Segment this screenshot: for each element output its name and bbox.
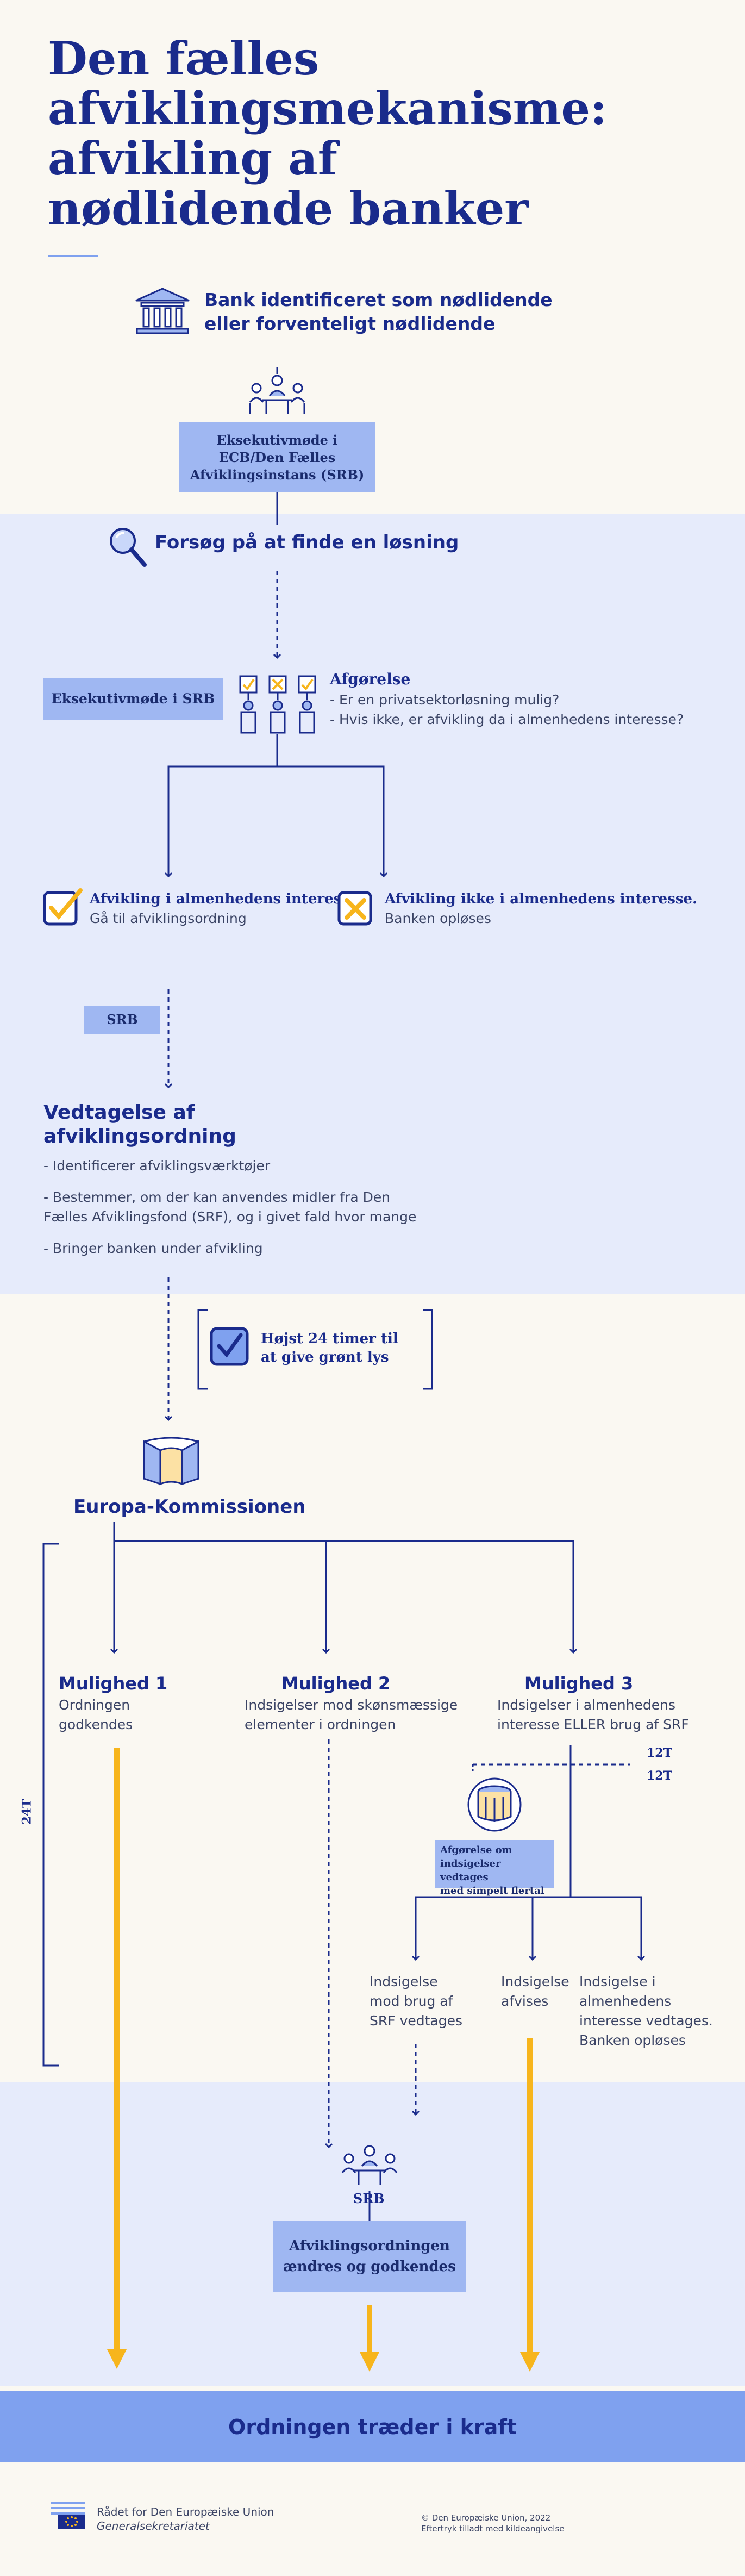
adoption-item-3: - Bringer banken under afvikling — [43, 1240, 263, 1256]
sub-outcome-1: Indsigelse mod brug af SRF vedtages — [370, 1972, 462, 2031]
amended-plan-line-2: ændres og godkendes — [283, 2259, 456, 2275]
voting-icon — [237, 673, 318, 737]
option-1-line-1: Ordningen — [59, 1697, 130, 1713]
adoption-item-2-line-1: - Bestemmer, om der kan anvendes midler … — [43, 1189, 391, 1205]
footer-copyright-line: © Den Europæiske Union, 2022 — [421, 2513, 551, 2523]
exec-ecb-line-2: ECB/Den Fælles — [218, 450, 336, 465]
option-3: Mulighed 3 Indsigelser i almenhedens int… — [497, 1671, 689, 1735]
commission-label: Europa-Kommissionen — [73, 1496, 306, 1518]
option-3-line-2: interesse ELLER brug af SRF — [497, 1717, 689, 1732]
step-bank-line-1: Bank identificeret som nødlidende — [204, 289, 553, 310]
exec-meeting-ecb-srb: Eksekutivmøde i ECB/Den Fælles Afvikling… — [179, 422, 375, 492]
title-line-2: afviklingsmekanisme: — [48, 82, 607, 135]
decision-q2: - Hvis ikke, er afvikling da i almenhede… — [330, 712, 684, 727]
public-interest-yes-title: Afvikling i almenhedens interesse — [90, 891, 359, 907]
decision-title: Afgørelse — [330, 670, 411, 688]
public-interest-no: Afvikling ikke i almenhedens interesse. … — [385, 889, 697, 928]
footer-reuse-line: Eftertryk tilladt med kildeangivelse — [421, 2524, 565, 2534]
title-underline — [48, 255, 98, 257]
footer-org: Rådet for Den Europæiske Union Generalse… — [97, 2505, 274, 2533]
search-icon — [108, 526, 149, 569]
adoption-block: Vedtagelse af afviklingsordning - Identi… — [43, 1101, 435, 1258]
sub-outcome-3: Indsigelse i almenhedens interesse vedta… — [579, 1972, 713, 2050]
hours-24-label: 24T — [20, 1799, 34, 1825]
council-decision-line-3: med simpelt flertal — [440, 1885, 544, 1897]
sub3-line-1: Indsigelse i — [579, 1974, 656, 1989]
option-3-line-1: Indsigelser i almenhedens — [497, 1697, 675, 1713]
amended-plan-line-1: Afviklingsordningen — [289, 2238, 450, 2254]
timer-note-line-1: Højst 24 timer til — [261, 1331, 398, 1347]
footer-dept: Generalsekretariatet — [97, 2519, 210, 2533]
title-line-1: Den fælles — [48, 32, 320, 85]
option-3-text: Indsigelser i almenhedens interesse ELLE… — [497, 1695, 689, 1735]
band-light-1 — [0, 514, 745, 1294]
option-2: Mulighed 2 Indsigelser mod skønsmæssige … — [245, 1671, 458, 1735]
hours-12-a: 12T — [647, 1746, 672, 1760]
srb-label-2: SRB — [353, 2191, 385, 2206]
sub1-line-1: Indsigelse — [370, 1974, 438, 1989]
option-2-line-2: elementer i ordningen — [245, 1717, 396, 1732]
adoption-item-2: - Bestemmer, om der kan anvendes midler … — [43, 1188, 435, 1227]
title-line-4: nødlidende banker — [48, 182, 529, 235]
council-decision: Afgørelse om indsigelser vedtages med si… — [435, 1840, 554, 1897]
council-decision-line-2: indsigelser vedtages — [440, 1858, 501, 1883]
adoption-title: Vedtagelse af afviklingsordning — [43, 1101, 435, 1149]
hours-12-b: 12T — [647, 1769, 672, 1783]
option-2-title: Mulighed 2 — [281, 1673, 391, 1694]
sub2-line-1: Indsigelse — [501, 1974, 569, 1989]
adoption-item-2-line-2: Fælles Afviklingsfond (SRF), og i givet … — [43, 1209, 417, 1225]
sub3-line-2: almenhedens — [579, 1993, 672, 2009]
footer-copyright: © Den Europæiske Union, 2022 Eftertryk t… — [421, 2512, 565, 2534]
cross-icon — [337, 887, 378, 928]
page-title: Den fælles afviklingsmekanisme: afviklin… — [48, 32, 607, 235]
title-line-3: afvikling af — [48, 132, 337, 185]
exec-ecb-line-3: Afviklingsinstans (SRB) — [190, 467, 365, 483]
decision-q1: - Er en privatsektorløsning mulig? — [330, 692, 560, 708]
option-3-title: Mulighed 3 — [524, 1673, 634, 1694]
option-1: Mulighed 1 Ordningen godkendes — [59, 1671, 167, 1735]
sub1-line-2: mod brug af — [370, 1993, 453, 2009]
option-1-text: Ordningen godkendes — [59, 1695, 167, 1735]
eu-flag-icon — [46, 2495, 90, 2530]
step-bank-identified: Bank identificeret som nødlidende eller … — [204, 288, 553, 336]
sub-outcome-2: Indsigelse afvises — [501, 1972, 569, 2011]
timer-note: Højst 24 timer til at give grønt lys — [261, 1330, 398, 1367]
sub2-line-2: afvises — [501, 1993, 549, 2009]
bank-icon — [133, 285, 192, 337]
public-interest-yes: Afvikling i almenhedens interesse Gå til… — [90, 889, 359, 928]
option-1-title: Mulighed 1 — [59, 1673, 168, 1694]
step-bank-line-2: eller forventeligt nødlidende — [204, 313, 496, 334]
council-icon — [466, 1776, 523, 1833]
check-icon — [42, 887, 84, 928]
meeting-icon — [245, 374, 310, 416]
timer-note-line-2: at give grønt lys — [261, 1349, 389, 1365]
sub3-line-3: interesse vedtages. — [579, 2013, 713, 2029]
public-interest-no-title: Afvikling ikke i almenhedens interesse. — [385, 891, 698, 907]
adoption-title-line-2: afviklingsordning — [43, 1125, 236, 1147]
exec-ecb-line-1: Eksekutivmøde i — [216, 432, 338, 448]
option-2-line-1: Indsigelser mod skønsmæssige — [245, 1697, 458, 1713]
adoption-title-line-1: Vedtagelse af — [43, 1101, 195, 1124]
checkbox-icon — [209, 1326, 251, 1368]
adoption-item-1: - Identificerer afviklingsværktøjer — [43, 1158, 271, 1174]
srb-label-1: SRB — [84, 1006, 160, 1034]
decision-block: Afgørelse - Er en privatsektorløsning mu… — [330, 669, 684, 729]
amended-plan: Afviklingsordningen ændres og godkendes — [273, 2221, 466, 2292]
meeting-icon-2 — [337, 2144, 402, 2187]
public-interest-no-text: Banken opløses — [385, 910, 491, 926]
sub1-line-3: SRF vedtages — [370, 2013, 463, 2029]
sub3-line-4: Banken opløses — [579, 2032, 686, 2048]
public-interest-yes-text: Gå til afviklingsordning — [90, 910, 247, 926]
option-2-text: Indsigelser mod skønsmæssige elementer i… — [245, 1695, 458, 1735]
footer-org-name: Rådet for Den Europæiske Union — [97, 2505, 274, 2518]
final-label: Ordningen træder i kraft — [228, 2415, 517, 2439]
council-decision-line-1: Afgørelse om — [440, 1844, 512, 1856]
option-1-line-2: godkendes — [59, 1717, 133, 1732]
exec-meeting-srb: Eksekutivmøde i SRB — [43, 678, 223, 720]
building-icon — [139, 1430, 204, 1489]
search-solution-label: Forsøg på at finde en løsning — [155, 532, 459, 553]
final-band — [0, 2391, 745, 2462]
